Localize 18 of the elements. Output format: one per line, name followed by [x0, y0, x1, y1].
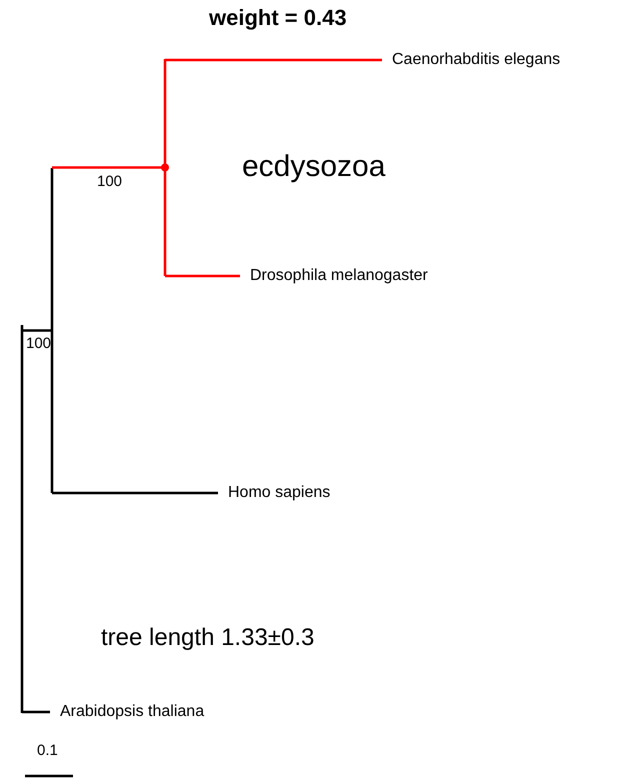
species-label: Homo sapiens	[218, 483, 330, 503]
tree-branch	[165, 274, 240, 278]
species-label: Arabidopsis thaliana	[50, 702, 204, 722]
branch-node	[20, 325, 24, 713]
clade-label: ecdysozoa	[242, 149, 386, 185]
tree-branch	[22, 329, 52, 332]
title: weight = 0.43	[209, 4, 347, 32]
tree-branch	[165, 58, 382, 62]
scale-label: 0.1	[37, 742, 58, 760]
species-label: Drosophila melanogaster	[240, 266, 428, 286]
branch-node	[161, 59, 169, 276]
bootstrap-value: 100	[97, 173, 122, 191]
branch-node	[50, 168, 54, 493]
tree-branch	[22, 710, 50, 714]
species-label: Caenorhabditis elegans	[382, 50, 560, 70]
bootstrap-value: 100	[26, 335, 52, 353]
tree-length-note: tree length 1.33±0.3	[101, 623, 314, 653]
tree-branch	[52, 492, 218, 494]
